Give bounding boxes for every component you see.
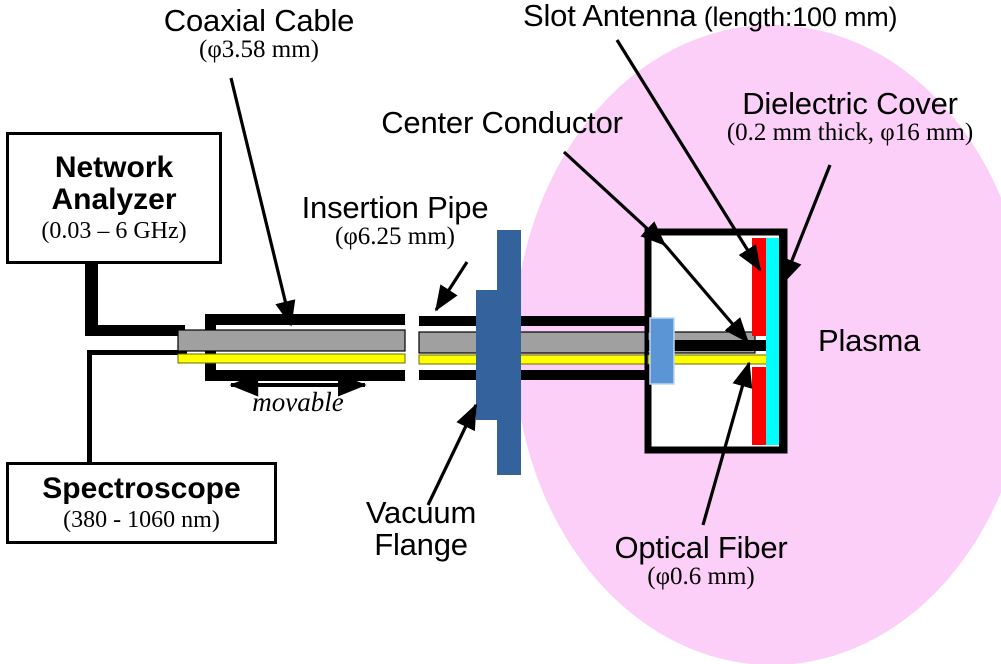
label-dielectric-cover: Dielectric Cover (0.2 mm thick, φ16 mm) bbox=[700, 88, 1000, 145]
dielectric-cover bbox=[766, 238, 779, 445]
leader-optical-fiber bbox=[701, 361, 753, 526]
network-analyzer-cable-horizontal bbox=[85, 325, 185, 336]
vacuum-flange-outer-plate bbox=[497, 230, 521, 475]
label-plasma: Plasma bbox=[818, 325, 920, 357]
network-analyzer-box[interactable]: Network Analyzer (0.03 – 6 GHz) bbox=[6, 132, 222, 264]
network-analyzer-spec: (0.03 – 6 GHz) bbox=[41, 217, 187, 244]
leader-vacuum-flange bbox=[426, 403, 478, 506]
leader-center-conductor-2 bbox=[663, 243, 750, 344]
label-optical-fiber-spec: (φ0.6 mm) bbox=[647, 562, 755, 590]
insertion-pipe-left-top-wall bbox=[205, 314, 405, 325]
label-dielectric-cover-spec: (0.2 mm thick, φ16 mm) bbox=[726, 118, 974, 146]
spectroscope-box[interactable]: Spectroscope (380 - 1060 nm) bbox=[6, 462, 277, 544]
label-plasma-name: Plasma bbox=[818, 323, 921, 358]
spectroscope-title: Spectroscope bbox=[42, 471, 241, 505]
label-insertion-pipe-name: Insertion Pipe bbox=[301, 190, 489, 225]
label-slot-antenna-spec: (length:100 mm) bbox=[703, 2, 898, 32]
slot-antenna-plate-upper bbox=[752, 238, 766, 336]
center-conductor-stub bbox=[648, 340, 766, 351]
label-dielectric-cover-name: Dielectric Cover bbox=[742, 86, 958, 121]
spectroscope-lead-vertical bbox=[87, 352, 92, 462]
insertion-pipe-right-bottom-wall bbox=[419, 370, 651, 380]
label-slot-antenna: Slot Antenna (length:100 mm) bbox=[523, 0, 898, 33]
label-movable-text: movable bbox=[252, 387, 344, 417]
vacuum-flange-inner-plate bbox=[476, 290, 498, 420]
leader-insertion-pipe bbox=[434, 261, 469, 312]
label-coaxial-cable-spec: (φ3.58 mm) bbox=[199, 35, 319, 63]
slot-antenna-housing-right-wall bbox=[779, 231, 786, 451]
label-optical-fiber: Optical Fiber (φ0.6 mm) bbox=[570, 532, 832, 589]
leader-dielectric-cover bbox=[781, 164, 832, 285]
label-optical-fiber-name: Optical Fiber bbox=[614, 530, 788, 565]
label-vacuum-flange: Vacuum Flange bbox=[340, 497, 502, 560]
leader-center-conductor bbox=[562, 150, 667, 247]
leader-slot-antenna bbox=[615, 39, 762, 272]
label-insertion-pipe: Insertion Pipe (φ6.25 mm) bbox=[283, 192, 507, 249]
insertion-pipe-left-bottom-wall bbox=[205, 370, 405, 381]
label-movable: movable bbox=[228, 387, 368, 417]
label-center-conductor-name: Center Conductor bbox=[381, 105, 623, 140]
spectroscope-lead-horizontal bbox=[87, 350, 187, 355]
network-analyzer-title-line2: Analyzer bbox=[51, 182, 177, 216]
label-center-conductor: Center Conductor bbox=[357, 107, 647, 139]
label-coaxial-cable: Coaxial Cable (φ3.58 mm) bbox=[148, 5, 370, 62]
network-analyzer-title-line1: Network bbox=[54, 151, 174, 184]
coaxial-cable-left-segment bbox=[177, 329, 406, 352]
network-analyzer-cable-vertical bbox=[85, 262, 98, 336]
label-vacuum-flange-name-line1: Vacuum bbox=[365, 495, 477, 530]
label-vacuum-flange-name-line2: Flange bbox=[374, 526, 468, 562]
label-insertion-pipe-spec: (φ6.25 mm) bbox=[335, 222, 455, 250]
label-coaxial-cable-name: Coaxial Cable bbox=[163, 3, 355, 38]
slot-antenna-plate-lower bbox=[752, 367, 766, 445]
label-slot-antenna-name: Slot Antenna bbox=[523, 0, 697, 33]
spectroscope-spec: (380 - 1060 nm) bbox=[63, 506, 220, 533]
leader-coaxial-cable bbox=[229, 77, 296, 327]
insertion-pipe-right-top-wall bbox=[419, 316, 651, 326]
optical-fiber-left-segment bbox=[177, 353, 406, 364]
center-conductor-feedthrough bbox=[649, 317, 675, 385]
